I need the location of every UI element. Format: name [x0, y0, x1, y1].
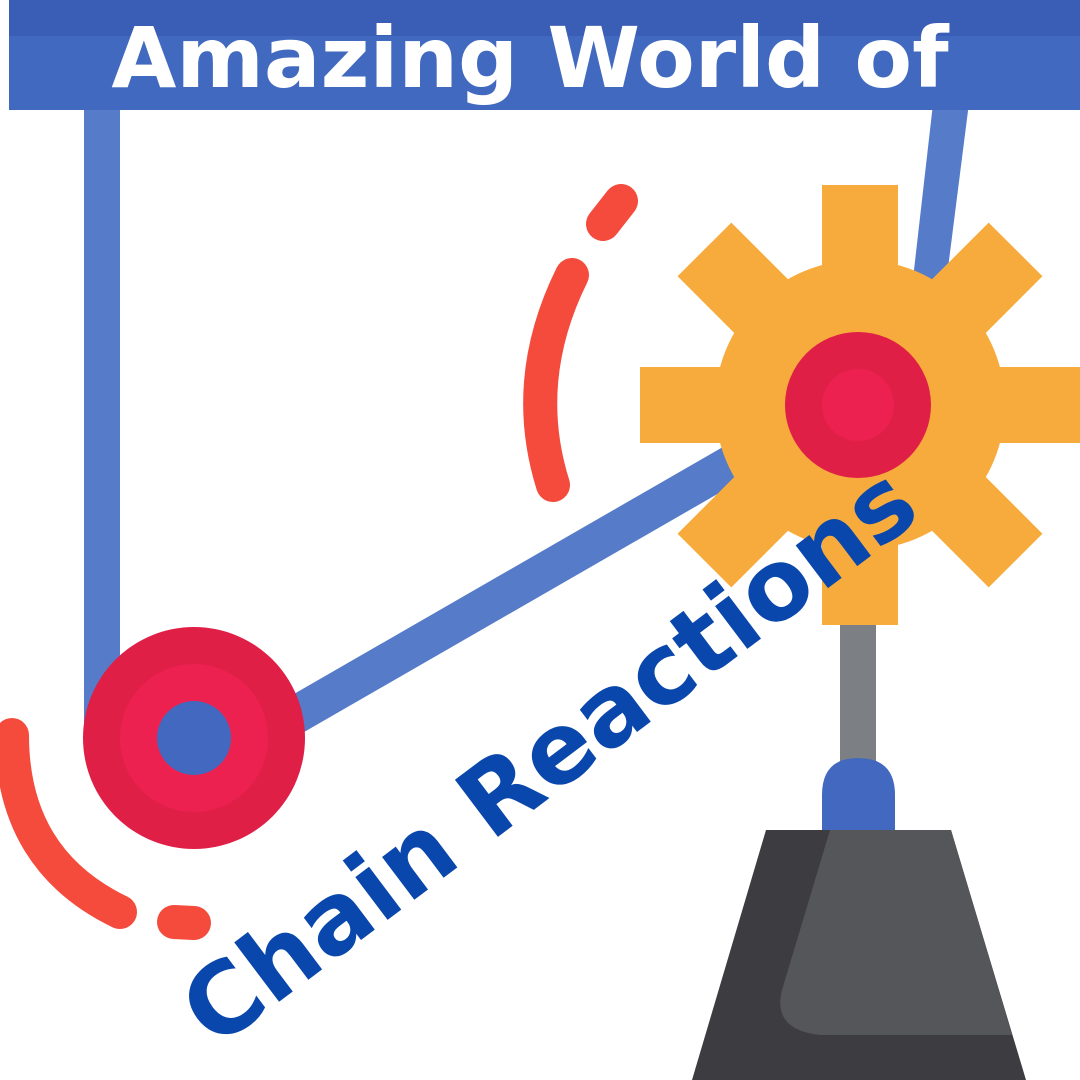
pendulum-post-cap: [822, 758, 895, 830]
motion-arc-bottom-dot: [157, 905, 211, 940]
pulley-wheel-right: [785, 332, 931, 478]
title-banner: [9, 0, 1080, 110]
motion-arc-bottom: [0, 718, 137, 929]
motion-arc-top: [586, 184, 638, 241]
motion-arc-middle: [523, 258, 589, 502]
title-banner-highlight: [9, 0, 1080, 36]
page-title: Amazing World of: [111, 9, 949, 107]
frame-left-bar: [84, 95, 120, 745]
pulley-wheel-left: [83, 627, 305, 849]
pendulum-base-light: [780, 830, 1012, 1035]
